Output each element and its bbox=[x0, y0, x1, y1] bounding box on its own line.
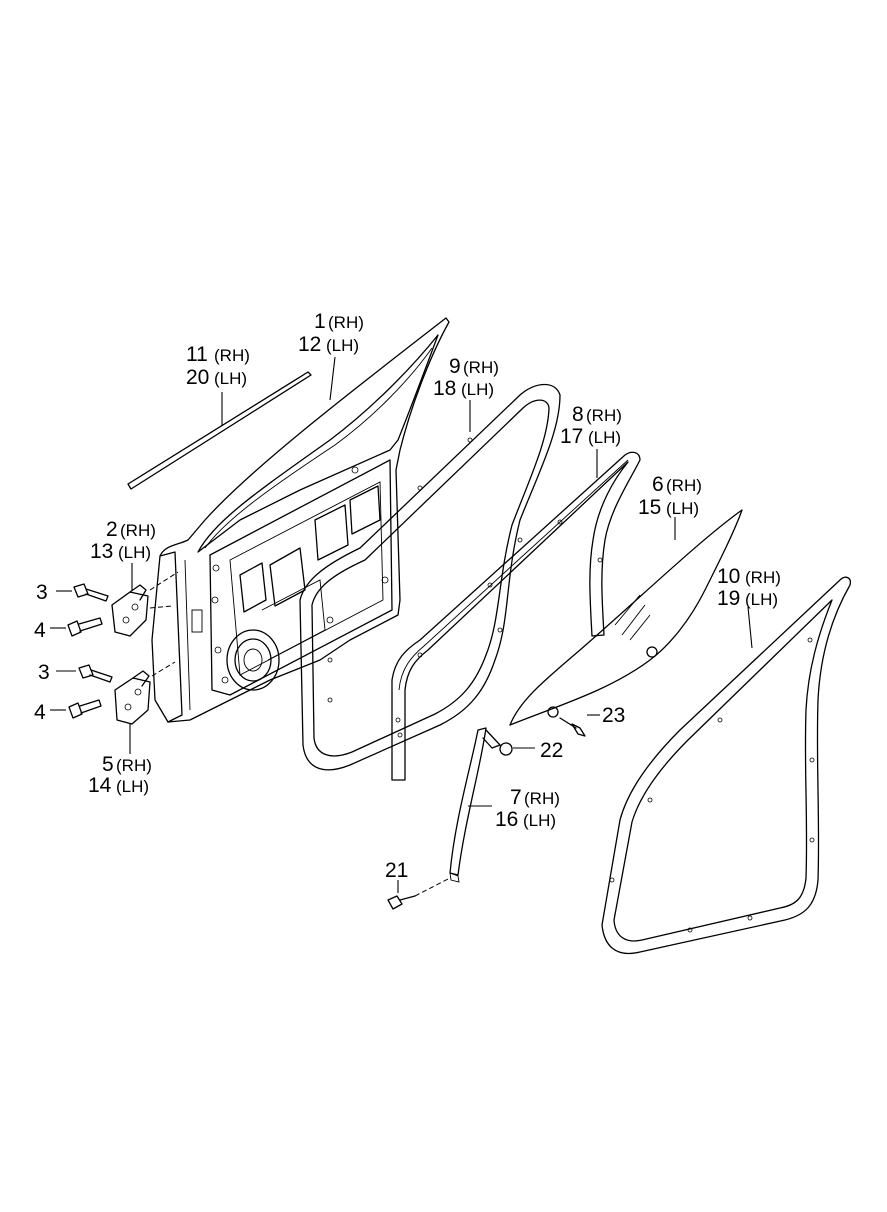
label-19-side: (LH) bbox=[745, 590, 778, 609]
label-11-num: 11 bbox=[186, 343, 208, 366]
label-2-13: 2 (RH) 13 (LH) bbox=[90, 518, 156, 563]
body-weatherstrip-outer bbox=[601, 576, 851, 955]
label-16-num: 16 bbox=[495, 808, 518, 831]
label-1-side: (RH) bbox=[328, 313, 364, 332]
label-10-19: 10 (RH) 19 (LH) bbox=[717, 565, 781, 610]
label-8-17: 8 (RH) 17 (LH) bbox=[560, 403, 622, 448]
label-15-side: (LH) bbox=[666, 499, 699, 518]
bolt-4-upper bbox=[50, 617, 103, 637]
belt-moulding-strip bbox=[127, 371, 312, 490]
label-10-num: 10 bbox=[717, 565, 740, 588]
label-5-14: 5 (RH) 14 (LH) bbox=[88, 753, 152, 797]
door-weatherstrip-inner bbox=[299, 383, 561, 771]
label-10-side: (RH) bbox=[745, 568, 781, 587]
rear-lower-channel bbox=[449, 727, 513, 883]
label-7-num: 7 bbox=[510, 786, 522, 809]
upper-hinge bbox=[111, 563, 179, 637]
door-glass bbox=[509, 509, 743, 726]
label-5-num: 5 bbox=[102, 753, 114, 776]
label-12-num: 12 bbox=[298, 333, 321, 356]
label-18-num: 18 bbox=[433, 377, 456, 400]
label-21: 21 bbox=[385, 859, 408, 882]
label-19-num: 19 bbox=[717, 587, 740, 610]
label-3-upper: 3 bbox=[36, 581, 48, 604]
bolt-4-lower bbox=[50, 699, 102, 719]
label-23: 23 bbox=[602, 704, 625, 727]
bolt-3-lower bbox=[56, 664, 113, 683]
label-7-16: 7 (RH) 16 (LH) bbox=[495, 786, 560, 831]
label-20-side: (LH) bbox=[214, 369, 247, 388]
label-6-num: 6 bbox=[652, 473, 664, 496]
bolt-21 bbox=[387, 877, 451, 910]
label-14-num: 14 bbox=[88, 774, 112, 797]
label-15-num: 15 bbox=[638, 496, 661, 519]
label-2-side: (RH) bbox=[120, 521, 156, 540]
label-20-num: 20 bbox=[186, 366, 209, 389]
label-5-side: (RH) bbox=[116, 756, 152, 775]
label-9-18: 9 (RH) 18 (LH) bbox=[433, 355, 499, 400]
label-2-num: 2 bbox=[106, 518, 118, 541]
label-16-side: (LH) bbox=[523, 811, 556, 830]
label-13-num: 13 bbox=[90, 540, 113, 563]
label-6-15: 6 (RH) 15 (LH) bbox=[638, 473, 702, 519]
label-14-side: (LH) bbox=[116, 777, 149, 796]
bolt-3-upper bbox=[56, 583, 109, 602]
label-4-upper: 4 bbox=[34, 619, 46, 642]
label-1-12: 1 (RH) 12 (LH) bbox=[298, 310, 364, 356]
label-22: 22 bbox=[540, 739, 563, 762]
door-panel bbox=[151, 317, 450, 723]
label-17-side: (LH) bbox=[588, 428, 621, 447]
label-11-20: 11 (RH) 20 (LH) bbox=[186, 343, 250, 389]
label-3-lower: 3 bbox=[38, 661, 50, 684]
bolt-23 bbox=[559, 714, 600, 737]
label-11-side: (RH) bbox=[214, 346, 250, 365]
label-13-side: (LH) bbox=[118, 543, 151, 562]
glass-run-channel bbox=[391, 449, 641, 781]
label-18-side: (LH) bbox=[461, 380, 494, 399]
label-6-side: (RH) bbox=[666, 476, 702, 495]
label-4-lower: 4 bbox=[34, 701, 46, 724]
label-17-num: 17 bbox=[560, 425, 583, 448]
label-12-side: (LH) bbox=[326, 336, 359, 355]
label-1-num: 1 bbox=[314, 310, 326, 333]
label-9-side: (RH) bbox=[463, 358, 499, 377]
label-7-side: (RH) bbox=[524, 789, 560, 808]
label-9-num: 9 bbox=[449, 355, 461, 378]
label-8-side: (RH) bbox=[586, 406, 622, 425]
label-8-num: 8 bbox=[572, 403, 584, 426]
lower-hinge bbox=[114, 661, 176, 754]
